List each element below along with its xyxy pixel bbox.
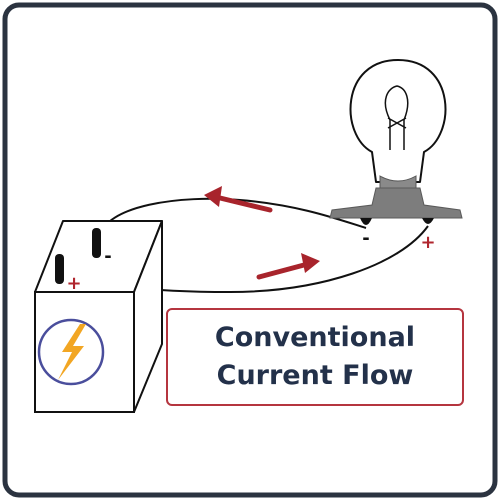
title-line-1: Conventional: [214, 322, 416, 353]
bulb-filament: [384, 85, 409, 150]
light-bulb: [329, 59, 463, 225]
current-direction-arrow-upper: [217, 195, 273, 213]
battery-positive-label: +: [66, 273, 81, 294]
battery-negative-label: -: [104, 246, 111, 267]
bulb-negative-terminal: [360, 218, 372, 225]
bulb-negative-label: -: [362, 228, 369, 249]
current-arrows: [204, 186, 320, 280]
lightning-bolt-icon: [58, 324, 86, 380]
title-line-2: Current Flow: [216, 360, 414, 391]
bulb-positive-terminal: [422, 218, 434, 224]
bulb-positive-label: +: [420, 232, 435, 253]
bulb-glass: [349, 59, 447, 183]
current-direction-arrow-lower: [256, 262, 307, 280]
battery: [34, 220, 163, 413]
bulb-base: [329, 187, 463, 219]
title-box: Conventional Current Flow: [166, 308, 464, 406]
battery-negative-terminal: [92, 228, 101, 258]
arrowhead-upper: [204, 186, 222, 207]
bulb-neck: [379, 175, 417, 189]
battery-positive-terminal: [55, 254, 64, 284]
arrowhead-lower: [301, 253, 320, 273]
